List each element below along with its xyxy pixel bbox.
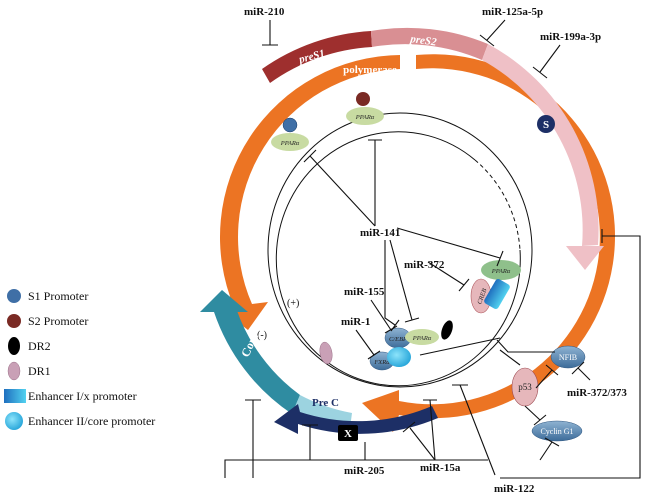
genome-gap [474, 159, 521, 251]
ppar-s1 [271, 133, 309, 151]
ppar-s2-label: PPARα [355, 114, 375, 121]
legend-enh1-label: Enhancer I/x promoter [28, 389, 137, 403]
mir141-label: miR-141 [360, 227, 400, 239]
mir1-label: miR-1 [341, 316, 370, 328]
mir205-label: miR-205 [344, 465, 385, 477]
cyclin-factor [531, 420, 583, 442]
pres2-arc [371, 27, 488, 61]
plus-strand-label: (+) [287, 298, 299, 309]
cyclin-label: Cyclin G1 [540, 427, 573, 436]
dr2-icon [441, 320, 453, 340]
legend-enh2-icon [5, 412, 23, 430]
mir372-label: miR-372 [404, 259, 445, 271]
legend-dr1-label: DR1 [28, 364, 51, 378]
ppar-s2 [346, 107, 384, 125]
legend-dr2-icon [8, 337, 20, 355]
legend-s1-icon [7, 289, 21, 303]
legend-s1-label: S1 Promoter [28, 289, 88, 303]
s-arrowhead [566, 246, 604, 270]
pres1-arc [262, 31, 372, 83]
nfib-label: NFIB [559, 353, 577, 362]
s-arc [482, 44, 599, 246]
ppar-enh2-label: PPARα [412, 335, 432, 342]
fxra-label: FXRα [373, 359, 390, 366]
core-arrowhead [200, 290, 248, 312]
genome-outer-strand [267, 112, 533, 388]
legend-enh2-label: Enhancer II/core promoter [28, 414, 155, 428]
mir199-label: miR-199a-3p [540, 31, 601, 43]
x-label: X [344, 428, 352, 440]
mir210-label: miR-210 [244, 6, 285, 18]
cebp-label: C/EBP [389, 336, 407, 343]
mir122-label: miR-122 [494, 483, 535, 495]
x-badge [338, 425, 358, 441]
minus-strand-label: (-) [257, 330, 267, 341]
s2-promoter-icon [356, 92, 370, 106]
ppar-enh1-label: PPARα [491, 268, 511, 275]
ppar-enh1 [481, 260, 521, 280]
ppar-s1-label: PPARα [280, 140, 300, 147]
polymerase-arc [362, 54, 616, 432]
legend-dr2-label: DR2 [28, 339, 51, 353]
p53-label: p53 [518, 382, 532, 392]
polymerase-label: polymerase [343, 64, 397, 76]
legend-enh1-icon [4, 389, 26, 403]
legend-s2-icon [7, 314, 21, 328]
prec-body [292, 395, 352, 428]
s1-promoter-icon [282, 117, 298, 133]
ppar-enh2 [405, 329, 439, 345]
polymerase-arc-left [218, 55, 400, 330]
pres2-label: preS2 [409, 33, 438, 49]
mir15a-label: miR-15a [420, 462, 461, 474]
s-badge [537, 115, 555, 133]
mir125-label: miR-125a-5p [482, 6, 543, 18]
enhancer-ii-icon [387, 347, 411, 367]
legend: S1 Promoter S2 Promoter DR2 DR1 Enhancer… [4, 289, 155, 430]
inhibition-lines [224, 19, 641, 479]
legend-dr1-icon [7, 361, 21, 381]
core-body [214, 308, 300, 414]
mir372-373-label: miR-372/373 [567, 387, 627, 399]
x-arrow [274, 404, 438, 434]
legend-s2-label: S2 Promoter [28, 314, 88, 328]
dr1-icon [319, 341, 333, 365]
s-label: S [543, 119, 549, 131]
mir155-label: miR-155 [344, 286, 385, 298]
enhancer-i-icon [484, 278, 510, 310]
prec-label: Pre C [312, 397, 339, 409]
genome-inner-strand [275, 131, 521, 387]
nfib-factor [550, 345, 586, 369]
